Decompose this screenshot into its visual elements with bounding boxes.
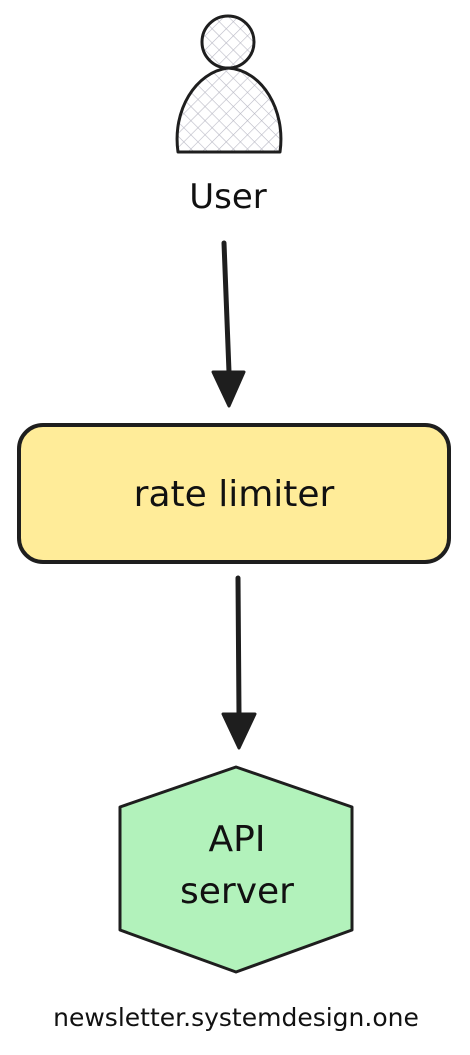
arrow-user-to-rate-limiter [211, 240, 246, 408]
api-server-label-line1: API [209, 819, 266, 860]
rate-limiter-box [17, 423, 451, 564]
arrow-rate-limiter-to-api-server [221, 575, 257, 750]
footer-watermark: newsletter.systemdesign.one [53, 1003, 419, 1032]
api-server-node: API server [118, 765, 354, 974]
user-head [200, 14, 256, 70]
user-body [175, 66, 283, 154]
api-server-label-line2: server [180, 871, 294, 912]
user-icon [175, 14, 283, 154]
user-label: User [189, 177, 267, 217]
rate-limiter-label: rate limiter [134, 474, 335, 515]
api-server-hexagon [118, 765, 354, 974]
rate-limiter-node: rate limiter [17, 423, 451, 564]
